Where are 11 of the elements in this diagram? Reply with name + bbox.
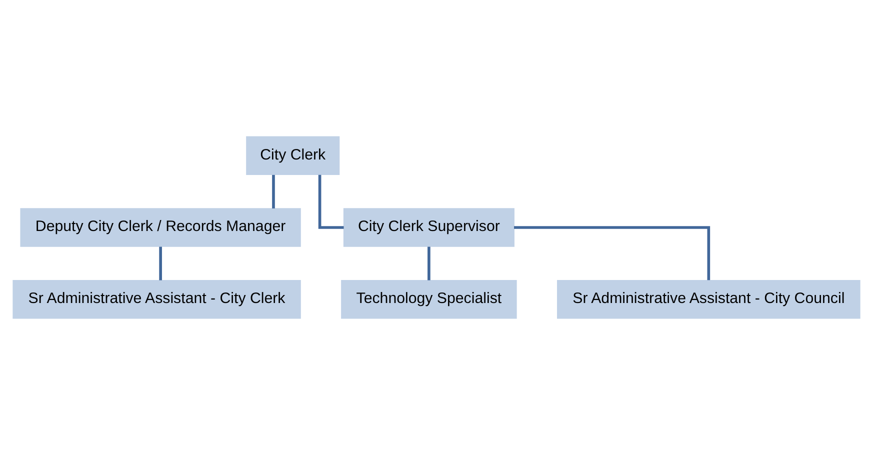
connector (428, 246, 430, 280)
connector (514, 226, 710, 280)
node-box: City Clerk Supervisor (343, 208, 514, 246)
node-box: City Clerk (246, 136, 340, 175)
connector (318, 174, 344, 228)
connector (159, 246, 162, 280)
node-box: Technology Specialist (341, 279, 517, 318)
connector (272, 174, 275, 208)
node-box: Sr Administrative Assistant - City Clerk (12, 279, 301, 318)
node-box: Sr Administrative Assistant - City Council (556, 279, 860, 318)
node-box: Deputy City Clerk / Records Manager (20, 208, 301, 246)
